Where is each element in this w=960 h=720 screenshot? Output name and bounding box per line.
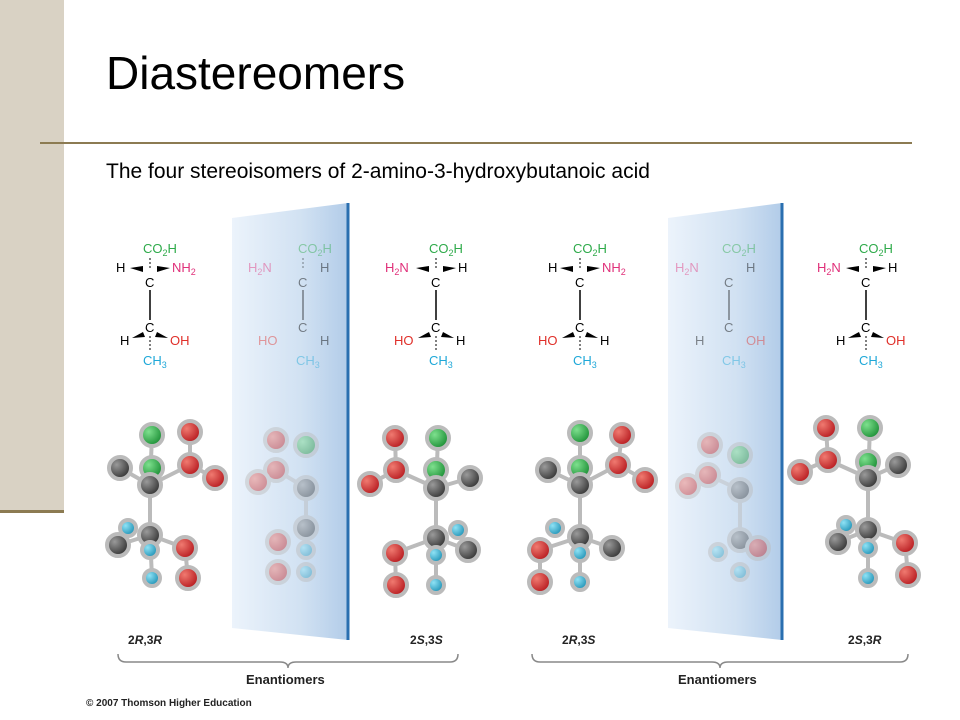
svg-text:H: H bbox=[456, 333, 465, 348]
svg-text:CO2H: CO2H bbox=[573, 241, 607, 258]
enantiomers-label-right: Enantiomers bbox=[678, 672, 757, 687]
config-label-2r3r: 2R,3R bbox=[128, 633, 162, 647]
config-label-2s3r: 2S,3R bbox=[848, 633, 882, 647]
config-label-2s3s: 2S,3S bbox=[410, 633, 443, 647]
svg-text:H: H bbox=[120, 333, 129, 348]
config-label-2r3s: 2R,3S bbox=[562, 633, 595, 647]
ball-stick-model-2r3s bbox=[527, 420, 658, 595]
co2h-label: CO2H bbox=[143, 241, 177, 258]
sidebar-accent-line bbox=[0, 510, 64, 513]
svg-text:H: H bbox=[695, 333, 704, 348]
svg-text:C: C bbox=[724, 320, 733, 335]
svg-text:CH3: CH3 bbox=[859, 353, 883, 370]
svg-text:C: C bbox=[145, 320, 154, 335]
svg-text:CH3: CH3 bbox=[296, 353, 320, 370]
structure-2r3s-mirror-image: CO2H H2N H C C H OH CH3 bbox=[675, 241, 766, 370]
svg-text:OH: OH bbox=[746, 333, 766, 348]
svg-text:H2N: H2N bbox=[248, 260, 272, 277]
copyright-notice: © 2007 Thomson Higher Education bbox=[86, 698, 252, 709]
svg-text:HO: HO bbox=[394, 333, 414, 348]
structure-2s3s: CO2H H2N H C C HO H CH3 bbox=[385, 241, 467, 370]
svg-text:H: H bbox=[746, 260, 755, 275]
structure-2r3r: CO2H H NH2 C C H OH CH3 bbox=[116, 241, 196, 370]
svg-text:C: C bbox=[575, 320, 584, 335]
title-rule bbox=[40, 142, 912, 144]
svg-text:C: C bbox=[298, 320, 307, 335]
svg-text:CO2H: CO2H bbox=[859, 241, 893, 258]
svg-text:C: C bbox=[724, 275, 733, 290]
svg-text:H2N: H2N bbox=[385, 260, 409, 277]
svg-text:CO2H: CO2H bbox=[429, 241, 463, 258]
ball-stick-model-2s3s bbox=[357, 425, 483, 598]
ch3-label: CH3 bbox=[143, 353, 167, 370]
slide-subtitle: The four stereoisomers of 2-amino-3-hydr… bbox=[106, 160, 650, 183]
svg-text:C: C bbox=[861, 275, 870, 290]
mirror-plane-right bbox=[668, 203, 784, 640]
svg-text:H: H bbox=[458, 260, 467, 275]
sidebar-panel bbox=[0, 0, 64, 512]
svg-text:H2N: H2N bbox=[817, 260, 841, 277]
ball-stick-model-2r3r bbox=[105, 419, 228, 591]
svg-text:OH: OH bbox=[170, 333, 190, 348]
svg-text:CH3: CH3 bbox=[573, 353, 597, 370]
svg-text:H: H bbox=[320, 260, 329, 275]
structure-2r3r-mirror-image: CO2H H2N H C C HO H CH3 bbox=[248, 241, 332, 370]
svg-text:H2N: H2N bbox=[675, 260, 699, 277]
enantiomer-bracket-right bbox=[531, 653, 909, 669]
ball-stick-model-2s3r bbox=[787, 415, 921, 588]
svg-text:H: H bbox=[116, 260, 125, 275]
svg-text:H: H bbox=[888, 260, 897, 275]
svg-text:C: C bbox=[861, 320, 870, 335]
svg-text:HO: HO bbox=[538, 333, 558, 348]
svg-text:OH: OH bbox=[886, 333, 906, 348]
slide-title: Diastereomers bbox=[106, 47, 406, 99]
enantiomers-label-left: Enantiomers bbox=[246, 672, 325, 687]
svg-text:NH2: NH2 bbox=[602, 260, 626, 277]
ball-stick-model-mirror-right bbox=[675, 432, 771, 582]
svg-text:CO2H: CO2H bbox=[722, 241, 756, 258]
svg-text:CO2H: CO2H bbox=[298, 241, 332, 258]
svg-text:CH3: CH3 bbox=[429, 353, 453, 370]
svg-text:H: H bbox=[600, 333, 609, 348]
svg-text:C: C bbox=[431, 275, 440, 290]
mirror-plane-left bbox=[232, 203, 350, 640]
structure-2r3s: CO2H H NH2 C C HO H CH3 bbox=[538, 241, 626, 370]
svg-text:H: H bbox=[320, 333, 329, 348]
svg-text:C: C bbox=[431, 320, 440, 335]
svg-text:HO: HO bbox=[258, 333, 278, 348]
enantiomer-bracket-left bbox=[117, 653, 459, 669]
ball-stick-model-mirror-left bbox=[245, 427, 319, 585]
structure-2s3r: CO2H H2N H C C H OH CH3 bbox=[817, 241, 906, 370]
nh2-label: NH2 bbox=[172, 260, 196, 277]
svg-text:C: C bbox=[298, 275, 307, 290]
svg-text:H: H bbox=[836, 333, 845, 348]
svg-text:H: H bbox=[548, 260, 557, 275]
svg-text:C: C bbox=[575, 275, 584, 290]
svg-text:CH3: CH3 bbox=[722, 353, 746, 370]
svg-text:C: C bbox=[145, 275, 154, 290]
